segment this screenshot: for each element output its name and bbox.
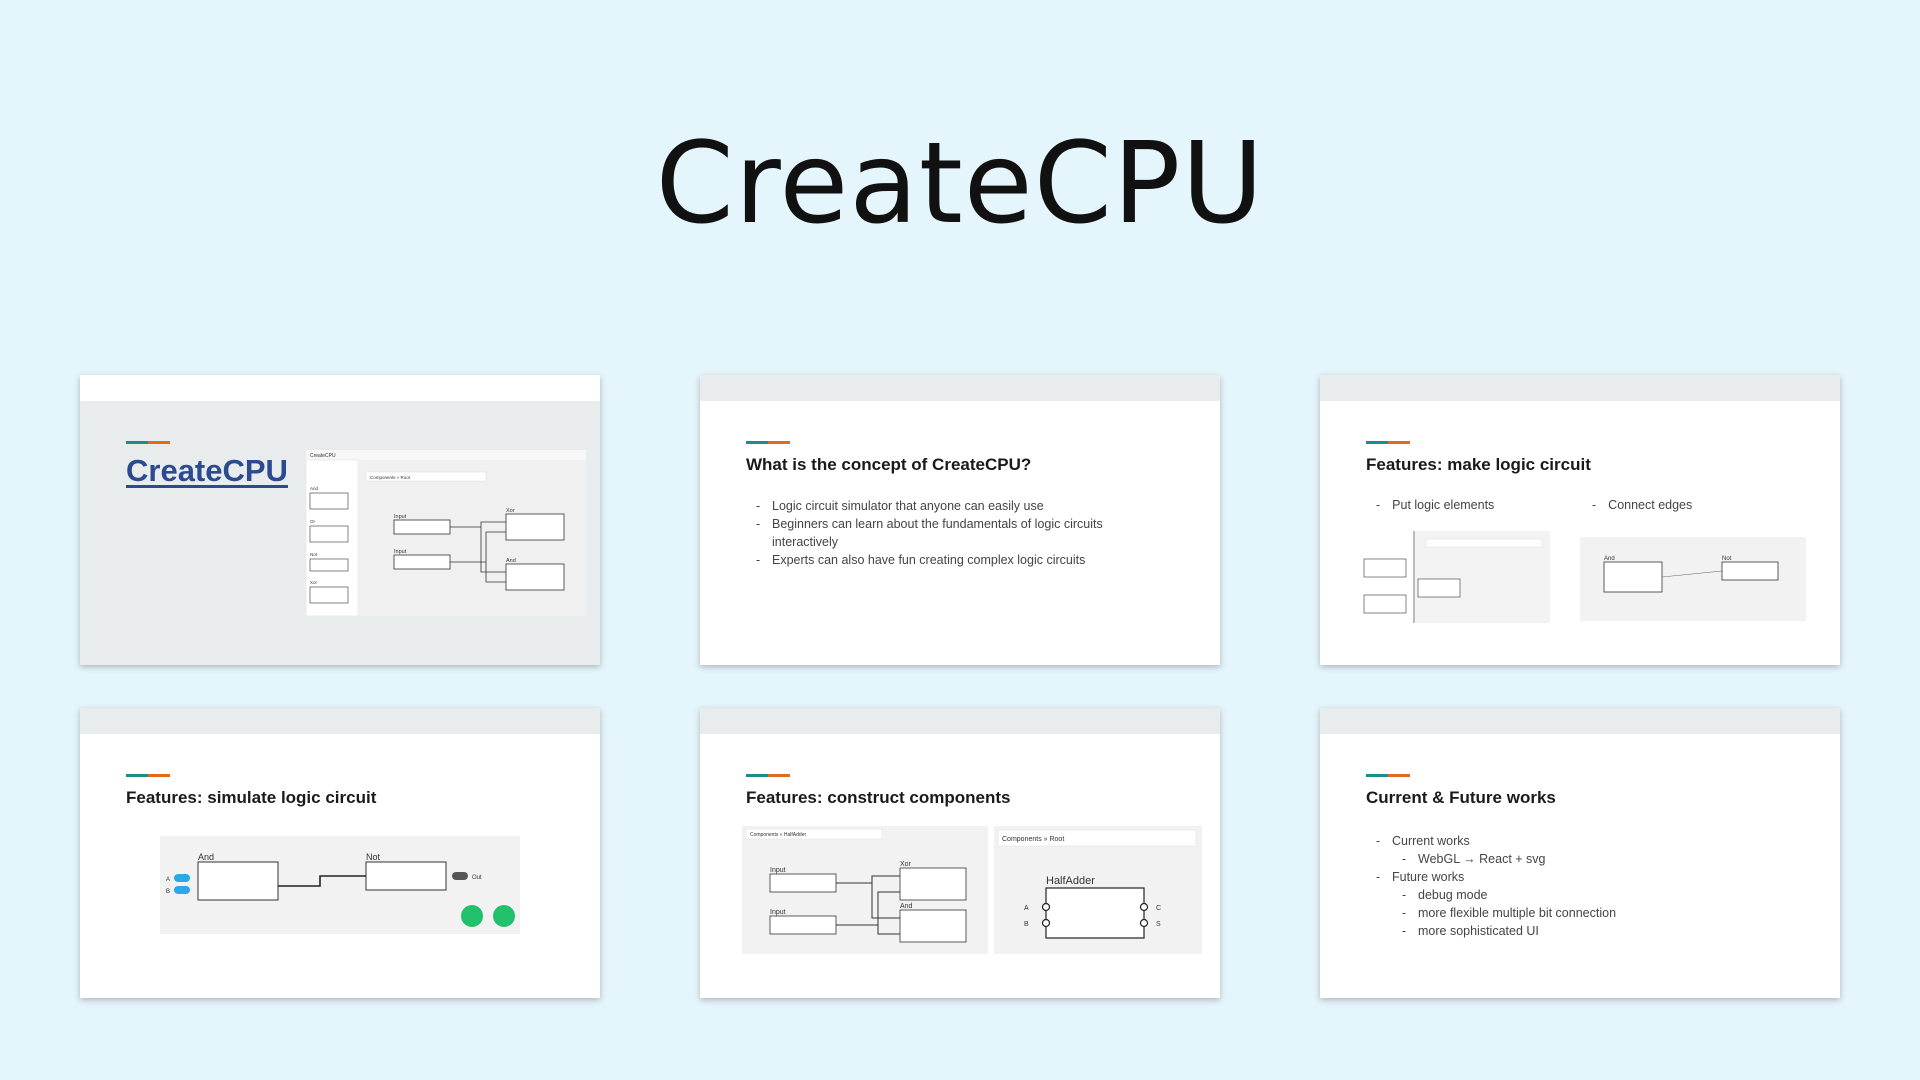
accent-line [1366,441,1410,444]
slide-logo: CreateCPU [126,453,288,488]
halfadder-component-screenshot: Components » Root HalfAdder A B C S [994,826,1202,954]
accent-line [126,774,170,777]
node-label: And [1604,556,1615,562]
slide-band [700,708,1220,734]
slide-thumbnail-construct[interactable]: Features: construct components Component… [700,708,1220,998]
accent-line [746,441,790,444]
node-label: Xor [506,508,515,514]
slide-band [80,708,600,734]
node-label: And [900,903,913,910]
slide-heading: Features: make logic circuit [1366,455,1591,474]
accent-line [1366,774,1410,777]
palette-item: And [310,486,319,491]
component-label: HalfAdder [1046,875,1095,887]
palette-item: Not [310,552,318,557]
app-screenshot: CreateCPU Components » Root And Or Not X… [306,450,586,616]
page-title: CreateCPU [655,119,1265,249]
bullet-item: Experts can also have fun creating compl… [756,551,1156,569]
slide-thumbnail-future[interactable]: Current & Future works Current works Web… [1320,708,1840,998]
breadcrumb: Components » HalfAdder [750,832,806,838]
palette-item: Or [310,519,316,524]
bullet-subitem: debug mode [1376,886,1776,904]
node-label: And [506,558,516,564]
bullet-subitem: more sophisticated UI [1376,922,1776,940]
bullet-item: Future works [1376,868,1776,886]
slide-band [1320,375,1840,401]
slide-heading: What is the concept of CreateCPU? [746,455,1032,474]
halfadder-internals-screenshot: Components » HalfAdder Input Input Xor A… [742,826,988,954]
slide-heading: Current & Future works [1366,788,1556,807]
bullet-subitem: more flexible multiple bit connection [1376,904,1776,922]
port-label: B [1024,921,1029,928]
palette-item: Xor [310,580,318,585]
input-label: A [166,877,170,883]
slide-thumbnail-simulate[interactable]: Features: simulate logic circuit And Not… [80,708,600,998]
bullet-item: Current works [1376,832,1776,850]
bullet-item: Beginners can learn about the fundamenta… [756,515,1156,551]
app-title-text: CreateCPU [310,453,336,459]
node-label: Xor [900,861,912,868]
bullet-item: Logic circuit simulator that anyone can … [756,497,1156,515]
slide-band [80,375,600,401]
edit-button[interactable] [493,905,515,927]
step-button[interactable] [461,905,483,927]
slide-thumbnail-make[interactable]: Features: make logic circuit Put logic e… [1320,375,1840,665]
port-label: S [1156,921,1161,928]
put-elements-screenshot [1360,531,1550,623]
simulation-screenshot: And Not A B Out [160,836,520,934]
node-label: Input [770,867,786,874]
slide-thumbnail-title[interactable]: CreateCPU CreateCPU Components » Root An… [80,375,600,665]
bullet-list: Logic circuit simulator that anyone can … [756,497,1156,569]
slide-thumbnail-concept[interactable]: What is the concept of CreateCPU? Logic … [700,375,1220,665]
slide-band [1320,708,1840,734]
connect-edges-screenshot: And Not [1580,537,1806,621]
accent-line [126,441,170,444]
slide-heading: Features: construct components [746,788,1011,807]
node-label: Not [1722,556,1732,562]
accent-line [746,774,790,777]
input-label: B [166,889,170,895]
output-label: Out [472,875,482,881]
node-label: Input [770,909,786,916]
node-label: Not [366,852,381,862]
feature-label: Put logic elements [1376,498,1494,512]
feature-label: Connect edges [1592,498,1692,512]
node-label: Input [394,514,407,520]
breadcrumb: Components » Root [370,475,411,480]
slide-heading: Features: simulate logic circuit [126,788,377,807]
port-label: C [1156,905,1161,912]
bullet-list: Current works WebGL → React + svg Future… [1376,832,1776,940]
slide-band [700,375,1220,401]
bullet-subitem: WebGL → React + svg [1376,850,1776,868]
node-label: And [198,852,214,862]
node-label: Input [394,549,407,555]
breadcrumb: Components » Root [1002,836,1064,843]
port-label: A [1024,905,1029,912]
